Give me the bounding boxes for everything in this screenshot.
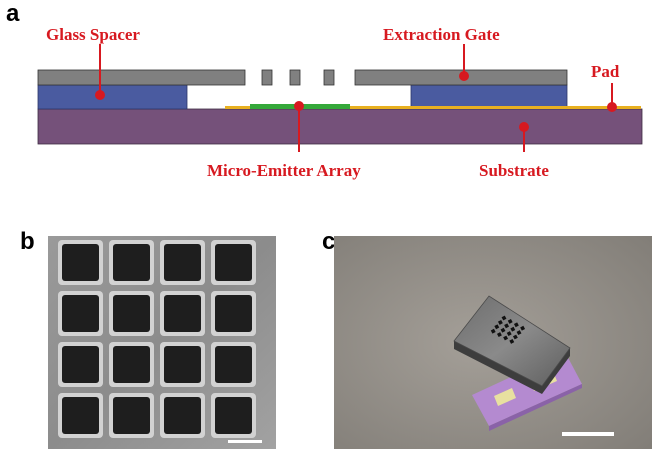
sem-cell [113,244,150,281]
dot-pad [607,102,617,112]
sem-cell [164,244,201,281]
emitter-hole [501,315,507,321]
dot-substrate [519,122,529,132]
sem-cell [62,244,99,281]
emitter-hole [500,327,506,333]
glass-spacer-right [410,84,568,110]
emitter-hole [494,324,500,330]
emitter-hole [507,318,513,324]
sem-cell [164,295,201,332]
sem-cell [215,346,252,383]
gate-segment-2 [289,69,301,86]
dot-micro-emitter [294,101,304,111]
sem-cell [215,295,252,332]
pad-left [494,388,516,406]
emitter-hole [509,338,515,344]
sem-micrograph [48,236,276,449]
emitter-hole [497,319,503,325]
device-photo [334,236,652,449]
substrate-layer [37,108,643,145]
sem-cell [113,346,150,383]
label-substrate: Substrate [479,161,549,180]
label-micro-emitter-array: Micro-Emitter Array [207,161,361,180]
panel-letter-c: c [322,228,336,255]
cross-section-diagram [37,44,643,152]
gate-segment-3 [323,69,335,86]
panel-letter-b: b [20,228,35,255]
emitter-hole [496,332,502,338]
emitter-hole [516,330,522,336]
emitter-hole [513,322,519,328]
sem-cell [62,397,99,434]
sem-cell [113,397,150,434]
emitter-hole [504,323,510,329]
sem-cell-grid [58,240,256,438]
scale-bar-c [562,432,614,436]
dot-extraction-gate [459,71,469,81]
glass-spacer-left [37,84,188,110]
emitter-hole [520,325,526,331]
sem-cell [215,397,252,434]
sem-cell [62,295,99,332]
sem-cell [164,397,201,434]
label-glass-spacer: Glass Spacer [46,25,140,44]
emitter-hole [503,335,509,341]
sem-cell [215,244,252,281]
emitter-hole [506,331,512,337]
gate-segment-1 [261,69,273,86]
sem-cell [113,295,150,332]
emitter-hole [490,328,496,334]
pad-layer [225,106,641,109]
sem-cell [164,346,201,383]
dot-glass-spacer [95,90,105,100]
panel-letter-a: a [6,0,20,27]
sem-cell [62,346,99,383]
emitter-hole [512,334,518,340]
label-pad: Pad [591,62,620,81]
scale-bar-b [228,440,262,443]
label-extraction-gate: Extraction Gate [383,25,500,44]
emitter-hole-grid [490,315,526,344]
extraction-gate-left [37,69,246,86]
emitter-hole [510,326,516,332]
